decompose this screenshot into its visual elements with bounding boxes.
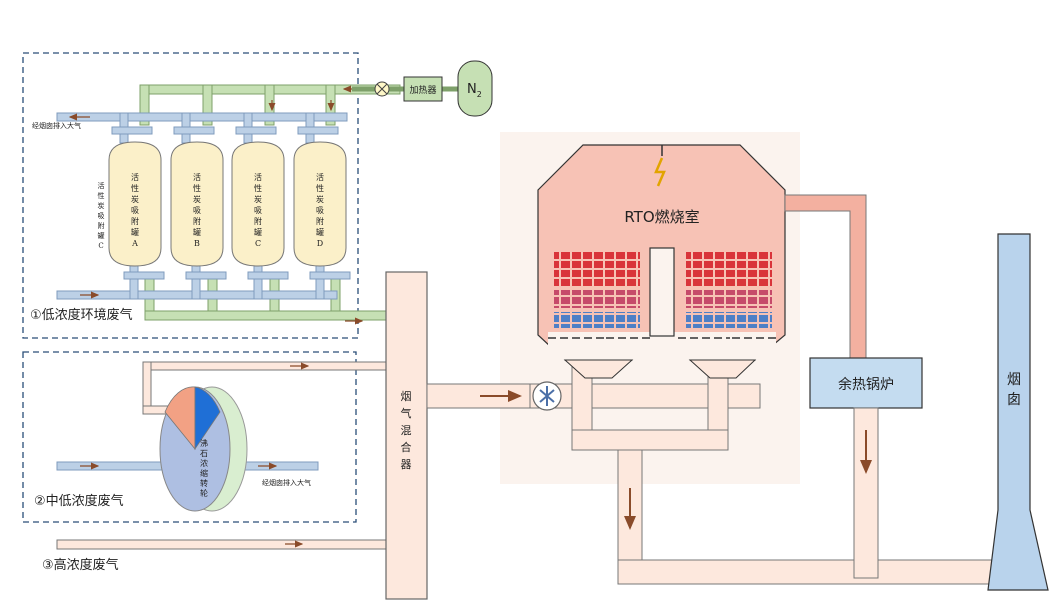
heater-label: 加热器 (409, 84, 436, 96)
adsorber-label-char: 吸 (193, 206, 201, 215)
section2-exhaust-label: 经烟囱排入大气 (262, 478, 311, 487)
adsorber-label-char: 性 (254, 183, 262, 193)
adsorber-label-char: 性 (193, 183, 201, 193)
flame-icon (654, 157, 666, 187)
chimney-label-char: 烟 (1007, 372, 1021, 388)
side-label-char: 活 (98, 181, 105, 190)
section1-exhaust-label: 经烟囱排入大气 (32, 121, 81, 130)
adsorber-label-char: 炭 (193, 195, 201, 204)
side-label-char: 罐 (98, 231, 105, 240)
adsorber-label-char: 吸 (316, 206, 324, 215)
zeolite-rotor (159, 386, 248, 512)
mixer-label-char: 混 (401, 424, 412, 437)
section2-flow-arrows (80, 362, 310, 470)
n2-label: N2 (467, 82, 482, 99)
adsorber-label-char: D (317, 239, 323, 248)
mixer-label-char: 气 (401, 406, 412, 420)
side-label-char: C (98, 242, 103, 250)
n2-heater-assembly: 加热器 N2 (352, 60, 493, 117)
adsorber-label-char: 活 (131, 172, 139, 182)
adsorber-label-char: 活 (316, 172, 324, 182)
rto-label: RTO燃烧室 (624, 208, 699, 226)
chimney (987, 233, 1049, 591)
adsorber-label-char: 罐 (131, 227, 139, 237)
adsorber-label-char: 罐 (254, 227, 262, 237)
adsorber-label-char: 吸 (254, 206, 262, 215)
side-label-char: 性 (98, 191, 105, 200)
chimney-label-char: 囱 (1007, 392, 1021, 408)
mixer-label-char: 烟 (401, 389, 412, 403)
side-label-char: 附 (98, 221, 105, 230)
adsorber-label-char: 附 (193, 216, 201, 226)
adsorber-label-char: 活 (254, 172, 262, 182)
mixer-label-char: 合 (401, 440, 412, 454)
adsorber-label-char: B (194, 239, 200, 248)
zeolite-label-char: 石 (200, 449, 208, 458)
zeolite-label-char: 沸 (200, 438, 208, 448)
adsorber-label-char: 附 (254, 216, 262, 226)
flue-gas-mixer (385, 271, 428, 600)
side-label-char: 吸 (98, 212, 105, 220)
zeolite-label-char: 缩 (200, 468, 208, 478)
section1-label: ①低浓度环境废气 (30, 307, 133, 323)
section2-boundary (22, 351, 357, 523)
heater-box (403, 76, 443, 102)
mixer-label-char: 器 (401, 458, 412, 471)
section3-label: ③高浓度废气 (42, 557, 119, 573)
side-label-char: 炭 (98, 202, 105, 210)
adsorber-label-char: 吸 (131, 206, 139, 215)
adsorber-label-char: 炭 (254, 195, 262, 204)
adsorber-label-char: 性 (131, 183, 139, 193)
adsorber-label-char: 炭 (131, 195, 139, 204)
adsorber-label-char: 附 (316, 216, 324, 226)
adsorber-label-char: 罐 (193, 227, 201, 237)
boiler-outlet-pipe (853, 407, 879, 579)
chimney-label: 烟囱 (1007, 372, 1021, 408)
zeolite-label-char: 转 (200, 478, 208, 488)
rto-switch-valve (532, 381, 562, 411)
high-concentration-pipe (56, 539, 388, 550)
zeolite-label-char: 浓 (200, 459, 208, 468)
section2-label: ②中低浓度废气 (34, 493, 124, 509)
adsorber-label-char: 性 (316, 183, 324, 193)
adsorber-label-char: 罐 (316, 227, 324, 237)
adsorber-label-char: C (255, 239, 261, 248)
mixer-to-rto-pipe (426, 383, 533, 409)
boiler-label: 余热锅炉 (838, 376, 894, 393)
adsorber-label-char: A (131, 239, 138, 248)
adsorber-label-char: 附 (131, 216, 139, 226)
n2-tank (457, 60, 493, 117)
adsorber-label-char: 活 (193, 172, 201, 182)
rto-chamber (537, 144, 786, 379)
adsorber-label-char: 炭 (316, 195, 324, 204)
zeolite-label-char: 轮 (200, 488, 208, 498)
rto-ducting (529, 359, 999, 585)
